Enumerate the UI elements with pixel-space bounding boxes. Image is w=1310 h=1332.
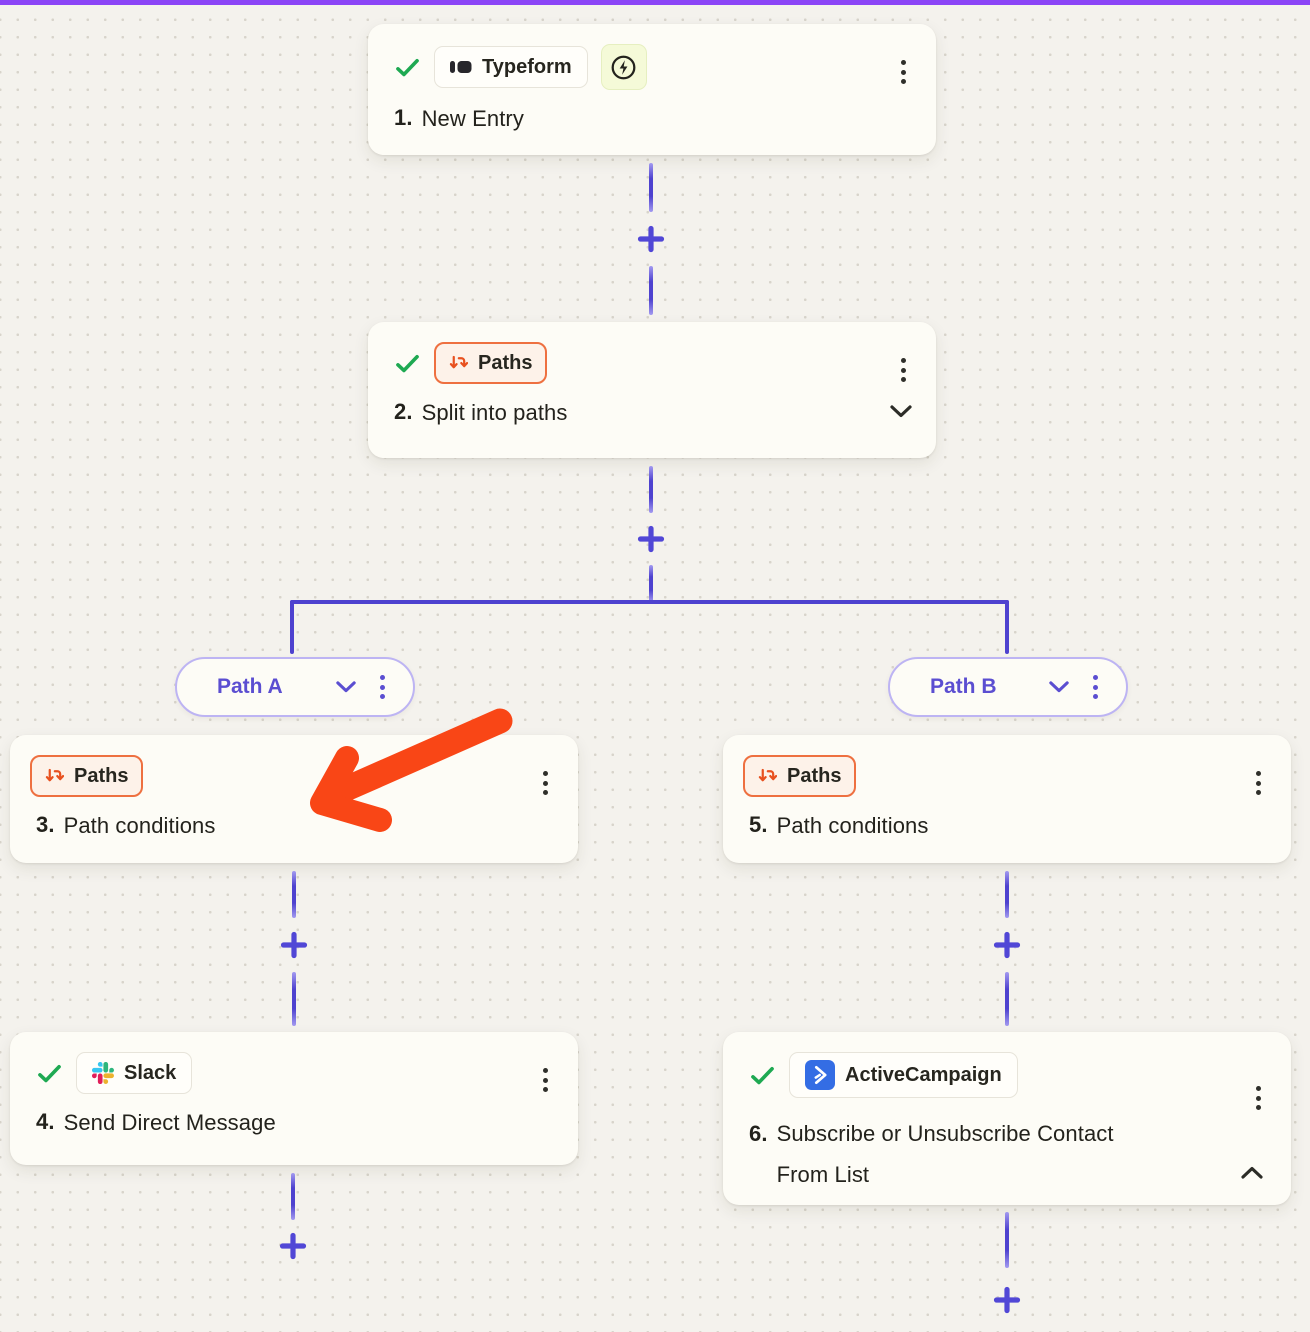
connector-line	[1005, 1212, 1009, 1268]
step-card-5-path-conditions[interactable]: Paths 5. Path conditions	[723, 735, 1291, 863]
step-card-1-typeform[interactable]: Typeform 1. New Entry	[368, 24, 936, 155]
kebab-menu-icon[interactable]	[539, 767, 552, 799]
kebab-menu-icon[interactable]	[1089, 671, 1102, 703]
chevron-down-icon[interactable]	[1049, 681, 1069, 693]
connector-line	[290, 600, 294, 654]
kebab-menu-icon[interactable]	[1252, 1082, 1265, 1114]
connector-line	[291, 1173, 295, 1220]
step-3-header-row: Paths	[10, 735, 578, 797]
step-title: 3. Path conditions	[10, 797, 578, 840]
step-4-header-row: Slack	[10, 1032, 578, 1094]
app-pill-label: ActiveCampaign	[845, 1064, 1002, 1086]
path-a-pill[interactable]: Path A	[175, 657, 415, 717]
app-pill-paths[interactable]: Paths	[30, 755, 144, 797]
chevron-up-icon[interactable]	[1241, 1166, 1263, 1179]
connector-line	[292, 871, 296, 918]
connector-line	[1005, 972, 1009, 1026]
step-card-3-path-conditions[interactable]: Paths 3. Path conditions	[10, 735, 578, 863]
kebab-menu-icon[interactable]	[897, 354, 910, 386]
plus-icon[interactable]	[280, 931, 308, 959]
plus-icon[interactable]	[993, 931, 1021, 959]
app-pill-typeform[interactable]: Typeform	[434, 46, 588, 88]
connector-line	[1005, 600, 1009, 654]
connector-line	[649, 466, 653, 513]
step-title-line-1: Subscribe or Unsubscribe Contact	[776, 1121, 1114, 1146]
paths-icon	[45, 767, 64, 786]
typeform-icon	[450, 58, 472, 76]
path-b-pill[interactable]: Path B	[888, 657, 1128, 717]
step-title: 2. Split into paths	[368, 384, 936, 427]
step-title-line-2: From List	[776, 1162, 870, 1187]
step-title: 1. New Entry	[368, 90, 936, 133]
app-pill-label: Paths	[478, 352, 533, 374]
step-number: 4.	[36, 1109, 55, 1134]
plus-icon[interactable]	[279, 1232, 307, 1260]
step-title: 5. Path conditions	[723, 797, 1291, 840]
step-title-text: New Entry	[421, 106, 524, 131]
check-icon	[394, 54, 421, 81]
app-pill-label: Paths	[787, 765, 842, 787]
step-title-text: Send Direct Message	[63, 1110, 276, 1135]
connector-line	[292, 972, 296, 1026]
check-icon	[394, 350, 421, 377]
step-title-text: Path conditions	[776, 813, 929, 838]
app-pill-paths[interactable]: Paths	[743, 755, 857, 797]
kebab-menu-icon[interactable]	[1252, 767, 1265, 799]
step-1-header-row: Typeform	[368, 24, 936, 90]
paths-icon	[758, 767, 777, 786]
step-title-text: Subscribe or Unsubscribe Contact From Li…	[777, 1113, 1114, 1195]
step-title-text: Split into paths	[421, 400, 568, 425]
kebab-menu-icon[interactable]	[376, 671, 389, 703]
step-number: 1.	[394, 105, 413, 130]
step-number: 5.	[749, 812, 768, 837]
chevron-down-icon[interactable]	[890, 405, 912, 418]
branch-split-line	[290, 600, 1009, 604]
path-b-label: Path B	[930, 675, 997, 698]
app-pill-activecampaign[interactable]: ActiveCampaign	[789, 1052, 1018, 1098]
step-2-header-row: Paths	[368, 322, 936, 384]
activecampaign-icon	[805, 1060, 835, 1090]
slack-icon	[92, 1062, 114, 1084]
kebab-menu-icon[interactable]	[539, 1064, 552, 1096]
paths-icon	[449, 354, 468, 373]
plus-icon[interactable]	[637, 225, 665, 253]
kebab-menu-icon[interactable]	[897, 56, 910, 88]
step-card-6-activecampaign[interactable]: ActiveCampaign 6. Subscribe or Unsubscri…	[723, 1032, 1291, 1205]
connector-line	[649, 565, 653, 602]
connector-line	[649, 266, 653, 315]
top-accent-bar	[0, 0, 1310, 5]
path-a-label: Path A	[217, 675, 283, 698]
step-title: 4. Send Direct Message	[10, 1094, 578, 1137]
step-number: 3.	[36, 812, 55, 837]
connector-line	[649, 163, 653, 212]
app-pill-paths[interactable]: Paths	[434, 342, 548, 384]
step-number: 6.	[749, 1121, 768, 1146]
connector-line	[1005, 871, 1009, 918]
app-pill-label: Paths	[74, 765, 129, 787]
app-pill-label: Typeform	[482, 56, 572, 78]
check-icon	[749, 1062, 776, 1089]
check-icon	[36, 1060, 63, 1087]
step-title-text: Path conditions	[63, 813, 216, 838]
plus-icon[interactable]	[993, 1286, 1021, 1314]
chevron-down-icon[interactable]	[336, 681, 356, 693]
instant-trigger-icon	[600, 44, 647, 90]
plus-icon[interactable]	[637, 525, 665, 553]
step-6-header-row: ActiveCampaign	[723, 1032, 1291, 1110]
step-card-4-slack[interactable]: Slack 4. Send Direct Message	[10, 1032, 578, 1165]
step-title: 6. Subscribe or Unsubscribe Contact From…	[723, 1098, 1291, 1195]
step-number: 2.	[394, 399, 413, 424]
step-5-header-row: Paths	[723, 735, 1291, 797]
app-pill-slack[interactable]: Slack	[76, 1052, 193, 1094]
step-card-2-paths[interactable]: Paths 2. Split into paths	[368, 322, 936, 458]
app-pill-label: Slack	[124, 1062, 177, 1084]
